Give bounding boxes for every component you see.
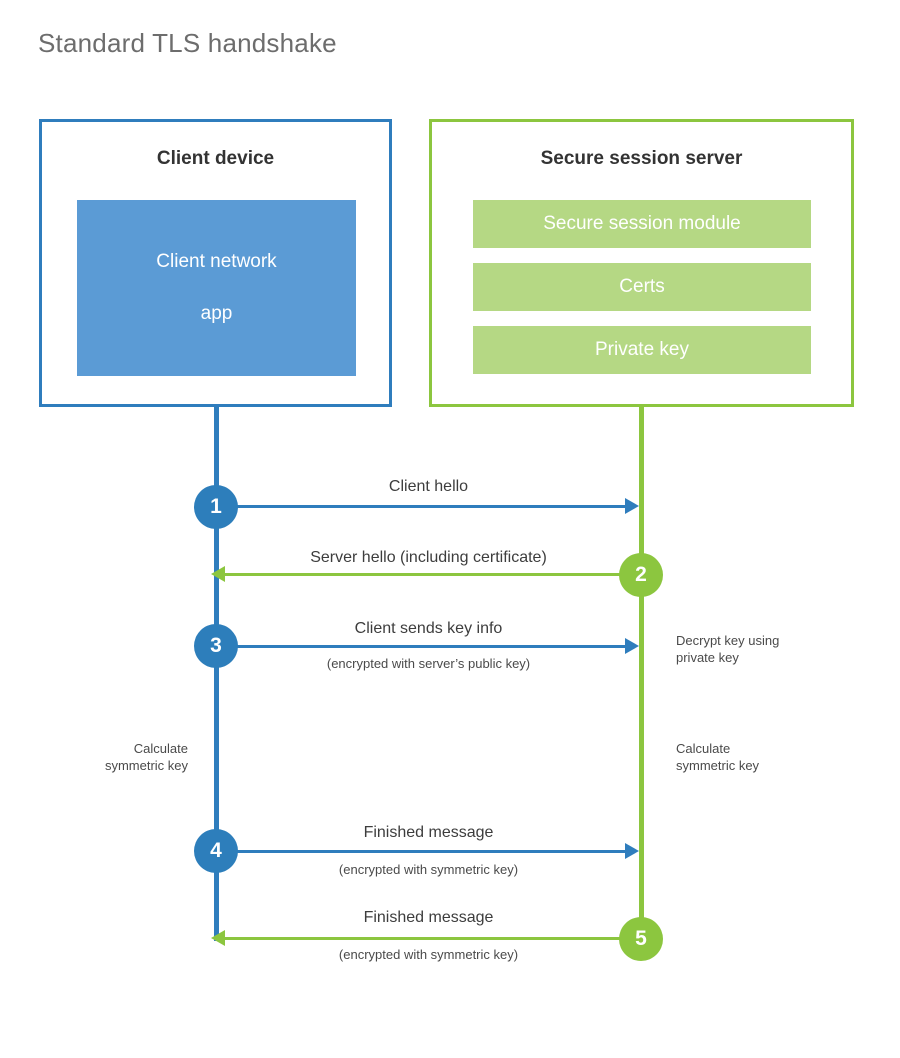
client-device-box: Client device Client network app [39,119,392,407]
message-label-step-1: Client hello [388,478,469,495]
client-network-app-block: Client network app [77,200,356,376]
step-circle-4[interactable]: 4 [194,829,238,873]
page-title: Standard TLS handshake [38,28,337,58]
arrow-head-step-5-icon [211,930,225,946]
step-circle-1[interactable]: 1 [194,485,238,529]
message-sublabel-step-5: (encrypted with symmetric key) [338,947,519,962]
client-app-label-line1: Client network [156,251,277,272]
note-client-calc-line2: symmetric key [104,758,188,773]
message-label-step-3: Client sends key info [354,620,503,637]
secure-session-server-box: Secure session server Secure session mod… [429,119,854,407]
message-label-step-5: Finished message [363,909,494,926]
step-circle-5[interactable]: 5 [619,917,663,961]
step-circle-3[interactable]: 3 [194,624,238,668]
note-server-calc-line1: Calculate [676,741,731,756]
arrow-head-step-2-icon [211,566,225,582]
step-circle-2[interactable]: 2 [619,553,663,597]
server-component-private-key: Private key [473,326,811,374]
note-decrypt-key-line2: private key [676,650,739,665]
message-line-step-5 [224,937,634,940]
arrow-head-step-1-icon [625,498,639,514]
message-label-step-4: Finished message [363,824,494,841]
message-line-step-4 [216,850,626,853]
message-line-step-2 [224,573,634,576]
arrow-head-step-3-icon [625,638,639,654]
client-device-title: Client device [156,148,275,169]
client-lifeline [214,406,219,941]
note-decrypt-key: Decrypt key using private key [676,632,856,666]
note-decrypt-key-line1: Decrypt key using [676,633,780,648]
secure-session-server-title: Secure session server [540,148,743,169]
note-client-calc-line1: Calculate [133,741,188,756]
arrow-head-step-4-icon [625,843,639,859]
server-component-secure-session-module: Secure session module [473,200,811,248]
message-label-step-2: Server hello (including certificate) [310,549,547,566]
message-line-step-3 [216,645,626,648]
message-line-step-1 [216,505,626,508]
server-component-certs: Certs [473,263,811,311]
note-client-calculate-symmetric-key: Calculate symmetric key [20,740,188,774]
client-app-label-line2: app [200,303,233,324]
message-sublabel-step-3: (encrypted with server’s public key) [326,656,531,671]
message-sublabel-step-4: (encrypted with symmetric key) [338,862,519,877]
note-server-calc-line2: symmetric key [676,758,760,773]
note-server-calculate-symmetric-key: Calculate symmetric key [676,740,856,774]
server-lifeline [639,406,644,941]
